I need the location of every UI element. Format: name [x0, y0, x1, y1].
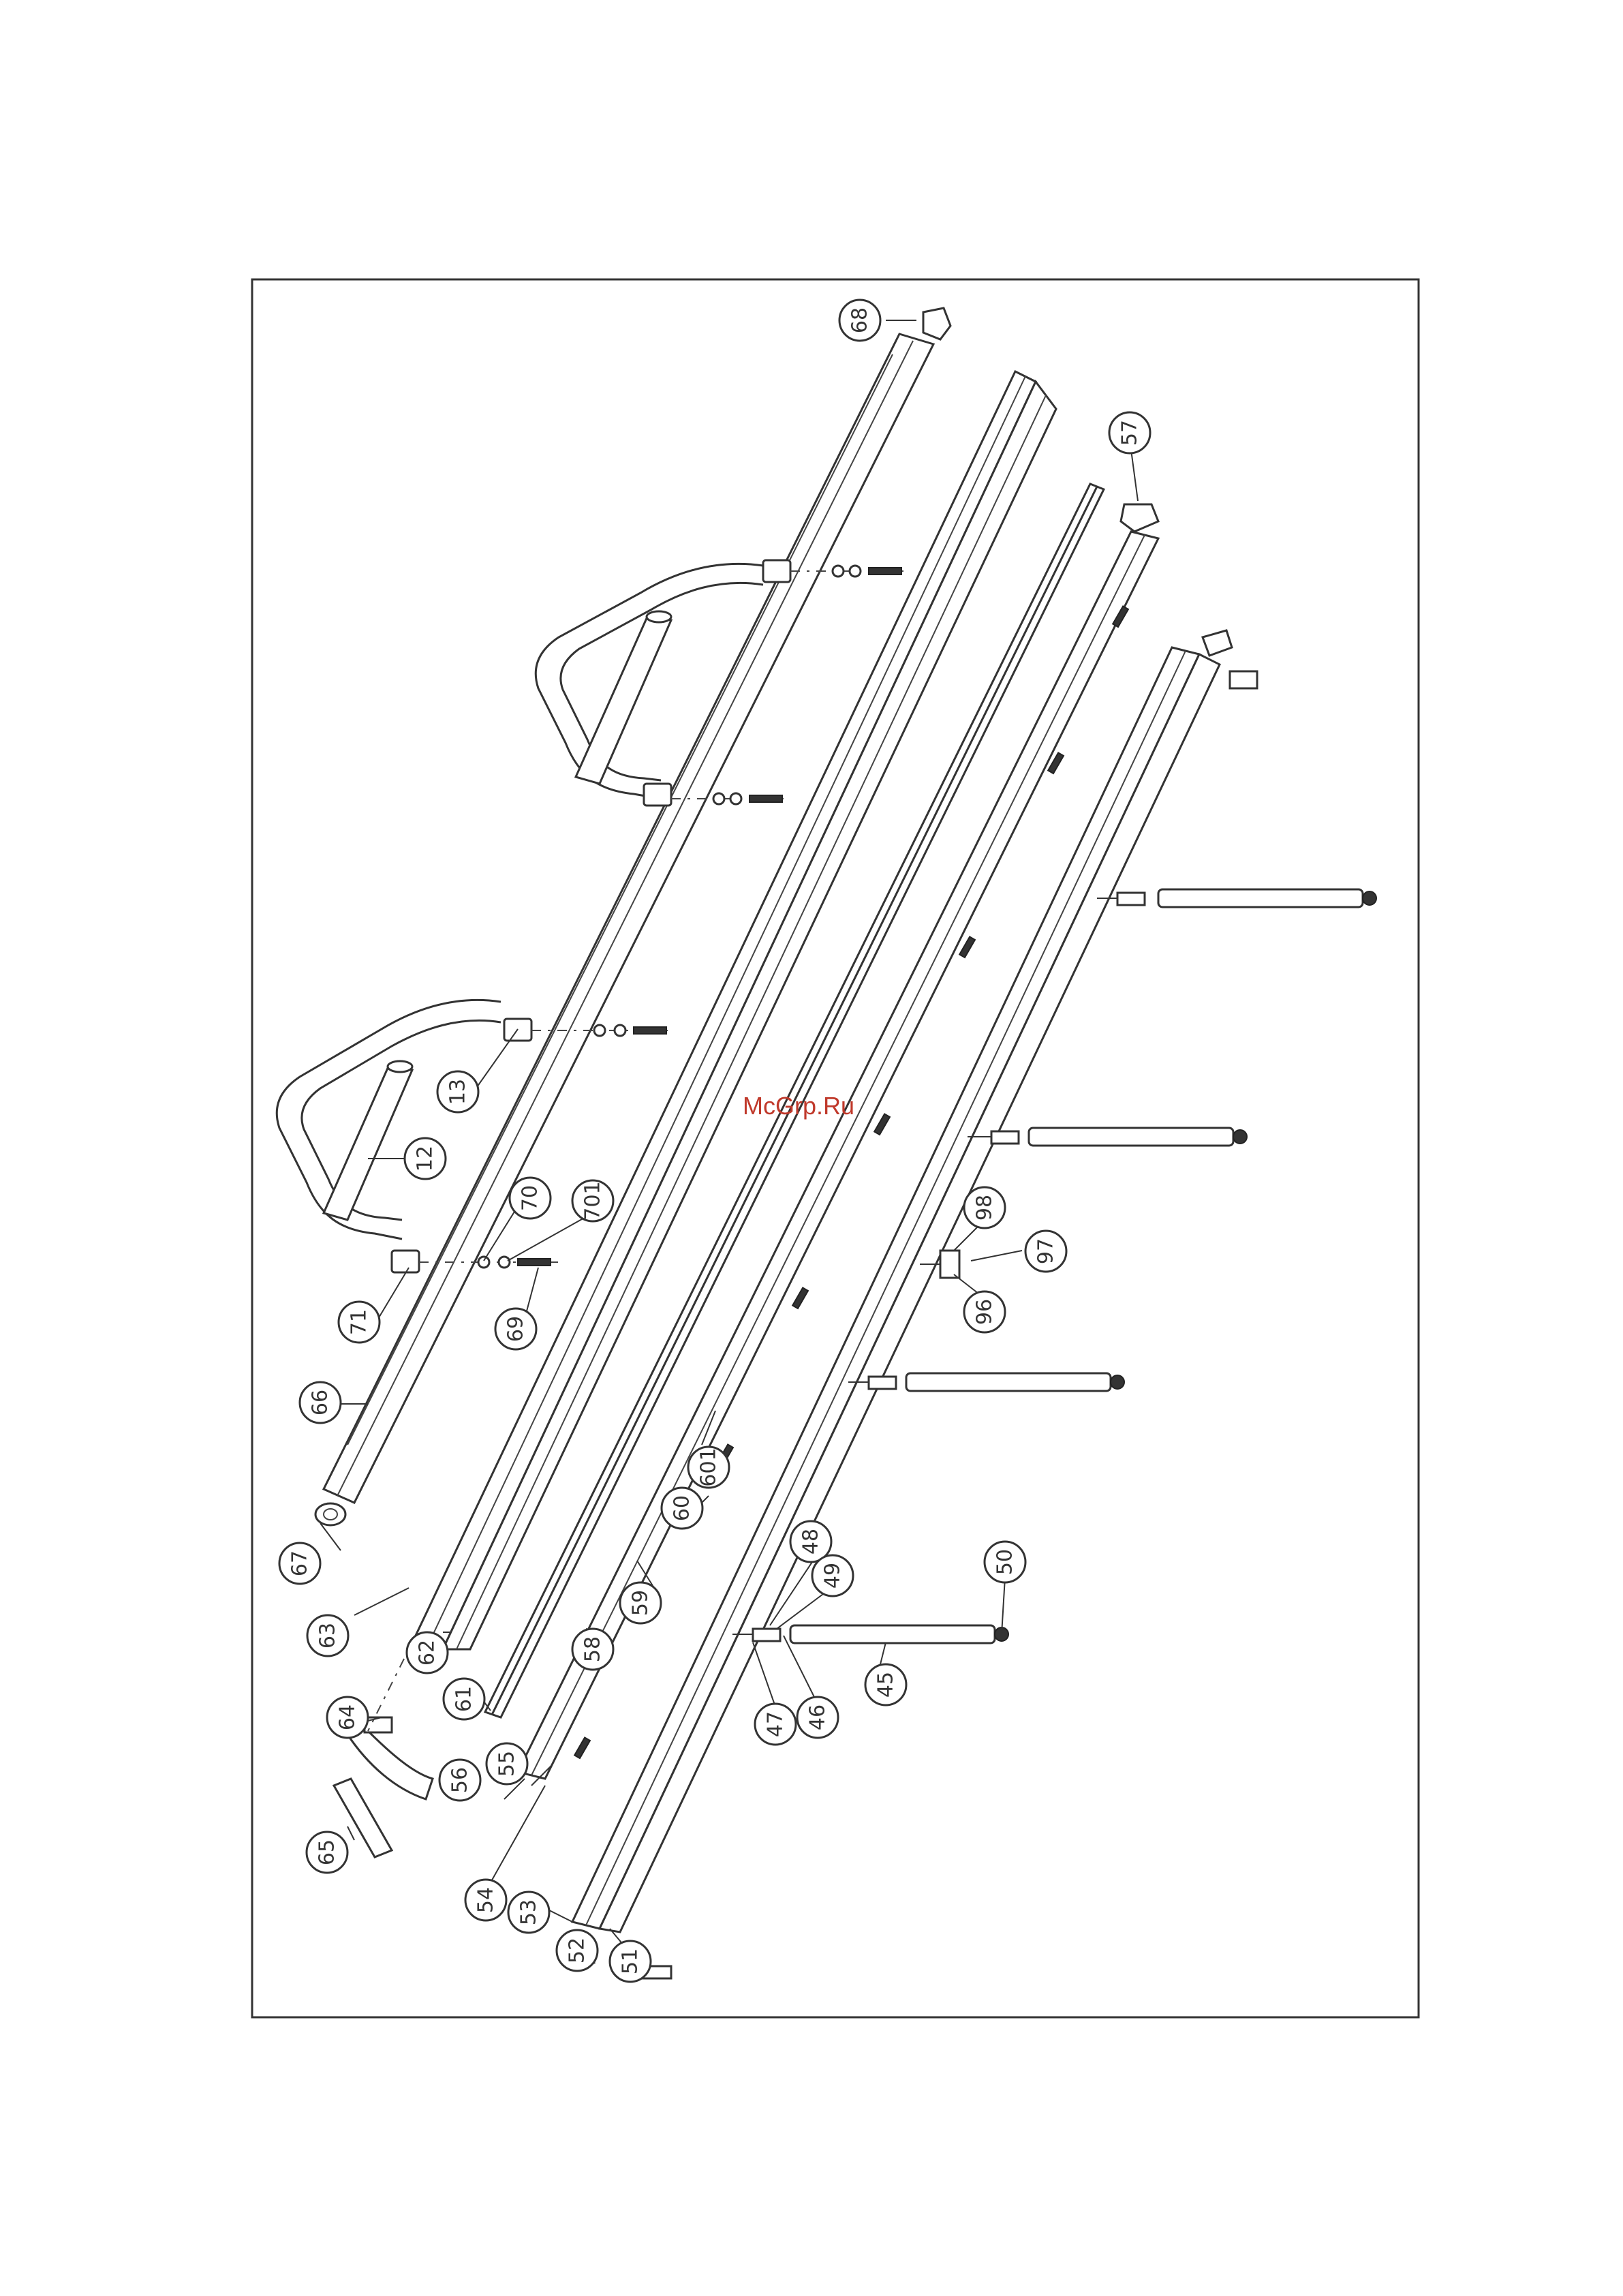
callout-46: 46: [797, 1697, 838, 1738]
callout-12: 12: [405, 1138, 446, 1179]
callout-63: 63: [307, 1615, 348, 1656]
callout-number: 69: [504, 1316, 528, 1342]
callout-number: 12: [414, 1146, 437, 1172]
callout-number: 55: [495, 1751, 519, 1777]
callout-55: 55: [486, 1743, 527, 1784]
callout-13: 13: [437, 1071, 478, 1112]
callout-68: 68: [839, 300, 880, 341]
callout-64: 64: [327, 1697, 368, 1738]
callout-number: 13: [446, 1079, 470, 1105]
lower-handle: [277, 1000, 531, 1272]
callout-number: 98: [973, 1195, 997, 1221]
part-68-end-cap: [923, 308, 950, 339]
callout-69: 69: [495, 1308, 536, 1349]
callout-number: 58: [581, 1636, 605, 1662]
callout-67: 67: [279, 1543, 320, 1584]
leg-2: [968, 1128, 1247, 1146]
callout-number: 56: [448, 1767, 472, 1793]
callout-45: 45: [865, 1664, 906, 1705]
callout-number: 49: [821, 1563, 845, 1589]
callout-601: 601: [688, 1447, 729, 1488]
callout-62: 62: [407, 1632, 448, 1673]
callout-number: 65: [315, 1839, 339, 1865]
callout-number: 67: [288, 1550, 312, 1576]
leg-3: [848, 1373, 1124, 1391]
callout-number: 47: [764, 1711, 788, 1737]
callout-47: 47: [755, 1704, 796, 1745]
callout-number: 64: [336, 1704, 360, 1730]
leg-1: [1097, 889, 1376, 907]
callout-number: 701: [581, 1181, 605, 1220]
part-66-handrail: [324, 334, 933, 1503]
callout-number: 71: [347, 1309, 371, 1335]
callout-number: 62: [416, 1640, 439, 1666]
callout-number: 59: [629, 1590, 653, 1616]
callout-701: 701: [572, 1180, 613, 1221]
callout-number: 601: [697, 1448, 721, 1486]
callout-number: 66: [309, 1390, 333, 1415]
callout-number: 46: [806, 1704, 830, 1730]
part-67-end-cap: [315, 1503, 345, 1525]
callout-number: 51: [619, 1948, 643, 1974]
callout-57: 57: [1109, 412, 1150, 453]
callout-number: 57: [1118, 420, 1142, 446]
callout-60: 60: [662, 1488, 702, 1529]
callout-number: 68: [848, 307, 872, 333]
callout-96: 96: [964, 1291, 1005, 1332]
callout-number: 48: [799, 1529, 823, 1555]
callout-number: 52: [566, 1938, 589, 1963]
callout-70: 70: [510, 1178, 551, 1219]
callout-number: 53: [517, 1899, 541, 1925]
callout-number: 97: [1034, 1238, 1058, 1264]
callout-50: 50: [985, 1542, 1025, 1582]
watermark-text: McGrp.Ru: [743, 1092, 854, 1120]
callout-54: 54: [465, 1880, 506, 1920]
part-57-cap: [1121, 504, 1158, 532]
callout-number: 60: [670, 1495, 694, 1521]
callout-61: 61: [444, 1679, 484, 1719]
leg-4: [732, 1625, 1008, 1643]
callout-52: 52: [557, 1930, 598, 1971]
callout-66: 66: [300, 1382, 341, 1423]
callout-number: 70: [519, 1185, 542, 1211]
callout-59: 59: [620, 1582, 661, 1623]
callout-number: 54: [474, 1887, 498, 1913]
callout-number: 96: [973, 1299, 997, 1325]
callout-65: 65: [307, 1832, 347, 1873]
callout-51: 51: [610, 1941, 651, 1982]
callout-58: 58: [572, 1629, 613, 1670]
callout-71: 71: [339, 1302, 380, 1343]
callout-49: 49: [812, 1555, 853, 1596]
callout-56: 56: [439, 1760, 480, 1801]
callout-53: 53: [508, 1892, 549, 1933]
callout-97: 97: [1025, 1231, 1066, 1272]
callout-98: 98: [964, 1187, 1005, 1228]
callout-number: 63: [316, 1623, 340, 1649]
callout-number: 50: [993, 1549, 1017, 1575]
callout-number: 45: [874, 1672, 898, 1698]
callout-number: 61: [452, 1686, 476, 1712]
